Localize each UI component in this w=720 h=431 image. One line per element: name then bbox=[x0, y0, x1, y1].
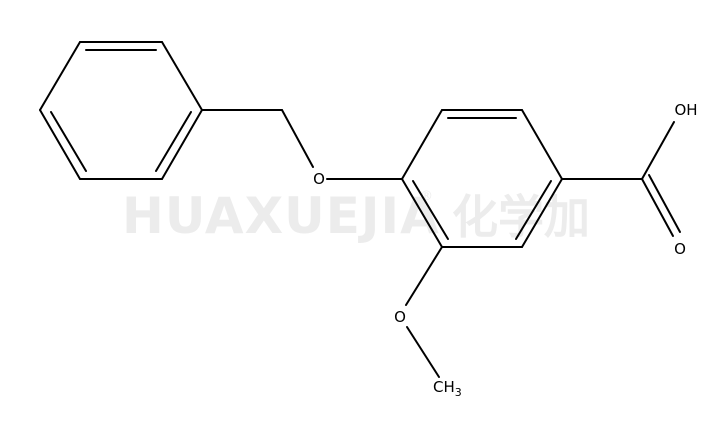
carboxyl-group: OH O bbox=[561, 101, 698, 258]
bond-ar-inner-2 bbox=[515, 180, 552, 240]
bond-ph-2 bbox=[161, 41, 203, 111]
methyl-carbon: CH bbox=[433, 378, 455, 396]
bond-ch2-o bbox=[281, 109, 314, 168]
bond-ph-inner-3 bbox=[50, 111, 87, 172]
bond-ar-inner-3 bbox=[412, 180, 449, 240]
bond-ring-ome bbox=[405, 246, 443, 306]
bond-ar-1 bbox=[401, 109, 443, 180]
methyl-label: CH3 bbox=[433, 378, 462, 399]
bond-c-o-2 bbox=[648, 174, 681, 233]
watermark-latin: HUAXUEJIA bbox=[122, 187, 440, 245]
bond-ph-6 bbox=[39, 41, 81, 111]
bond-c-o-1 bbox=[641, 178, 674, 237]
ether-oxygen: O bbox=[313, 170, 325, 188]
bond-c-oh bbox=[641, 121, 675, 180]
bond-ph-5 bbox=[39, 109, 81, 180]
bond-ar-4 bbox=[521, 178, 563, 248]
benzoic-ring bbox=[401, 109, 563, 248]
bond-ar-3 bbox=[521, 109, 563, 180]
bond-ar-6 bbox=[401, 178, 443, 248]
bond-ph-inner-2 bbox=[155, 111, 192, 172]
watermark: HUAXUEJIA ® 化学加 bbox=[122, 187, 590, 245]
methoxy-group: O CH3 bbox=[394, 246, 462, 399]
watermark-registered: ® bbox=[420, 189, 433, 204]
phenyl-ring bbox=[39, 41, 203, 180]
watermark-cjk: 化学加 bbox=[452, 190, 590, 244]
methyl-subscript: 3 bbox=[455, 386, 462, 399]
bond-o-ch3 bbox=[406, 326, 440, 378]
carbonyl-oxygen: O bbox=[674, 240, 686, 258]
hydroxyl-label: OH bbox=[674, 101, 697, 119]
bond-ph-3 bbox=[161, 109, 203, 180]
methoxy-oxygen: O bbox=[394, 308, 406, 326]
